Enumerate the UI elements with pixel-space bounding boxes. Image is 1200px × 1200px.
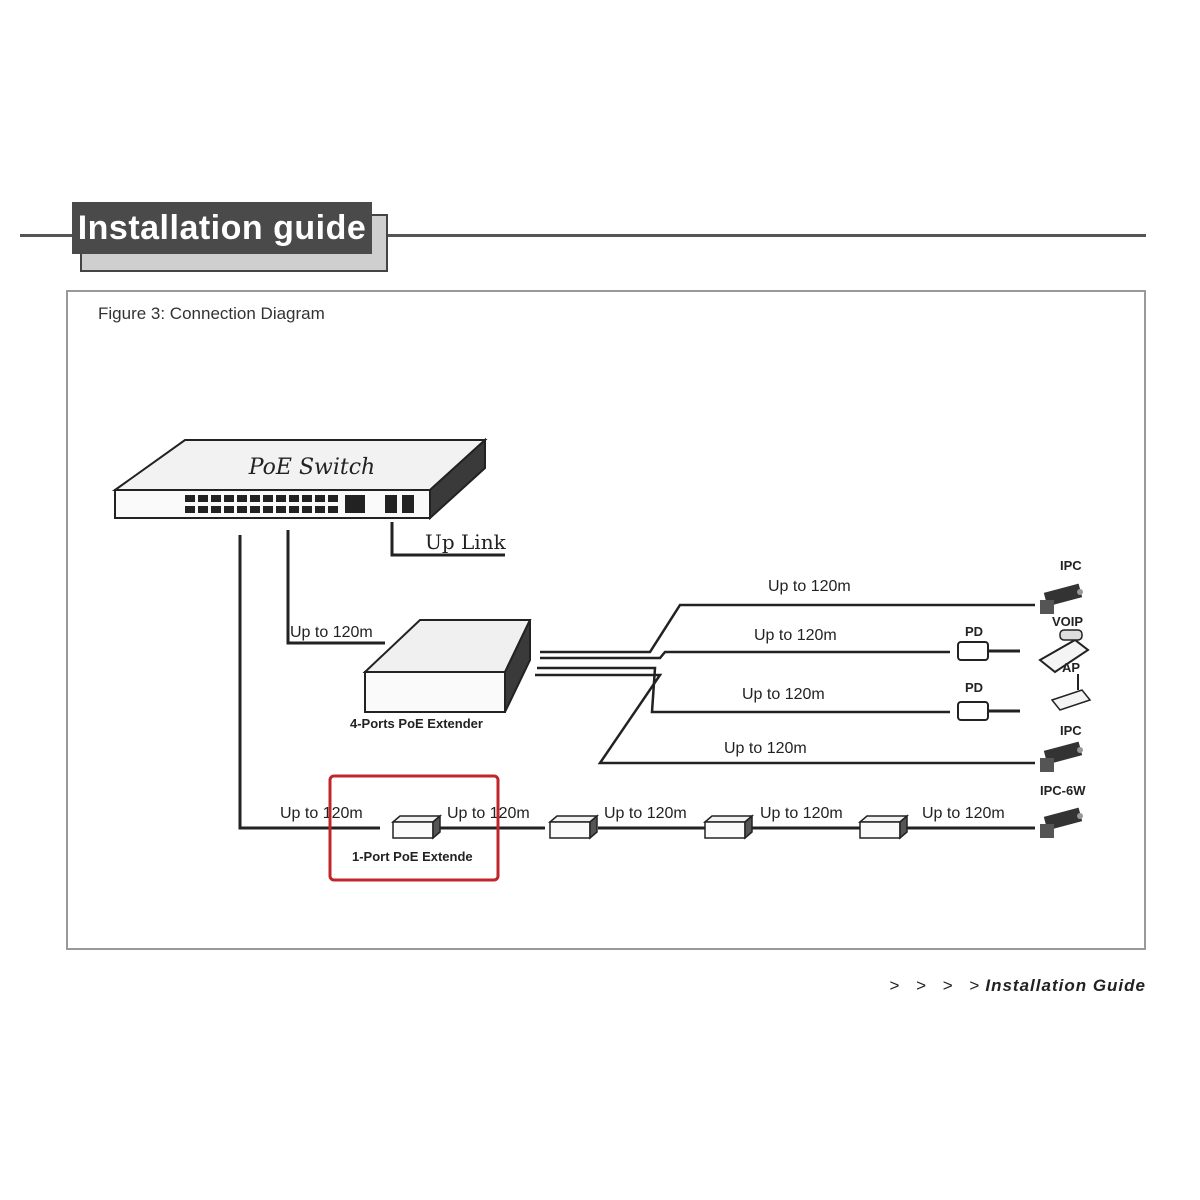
camera-icon: [1040, 741, 1083, 772]
device-label-ipc3: IPC-6W: [1040, 783, 1086, 798]
poe-extender-1port: [857, 814, 910, 840]
poe-extender-4port: [362, 619, 532, 713]
footer: > > > >Installation Guide: [889, 976, 1146, 996]
cable-label-ipc1: Up to 120m: [768, 578, 851, 595]
switch-label: PoE Switch: [248, 455, 375, 480]
poe-extender-1port: [547, 814, 600, 840]
cable-label-chain-4: Up to 120m: [760, 805, 843, 822]
device-label-pd2: PD: [965, 680, 983, 695]
footer-label: Installation Guide: [985, 976, 1146, 995]
device-label-voip: VOIP: [1052, 614, 1083, 629]
highlight-box: [328, 774, 500, 882]
extender4-cables: [535, 603, 1035, 765]
camera-icon: [1040, 807, 1083, 838]
cable-label-chain-2: Up to 120m: [447, 805, 530, 822]
cable-label-chain-5: Up to 120m: [922, 805, 1005, 822]
pd-adapter-icon: [957, 641, 1020, 661]
cable-label-ipc2: Up to 120m: [724, 740, 807, 757]
diagram-frame: [66, 290, 1146, 950]
cable-label-chain-3: Up to 120m: [604, 805, 687, 822]
page-title: Installation guide: [72, 202, 372, 254]
figure-caption: Figure 3: Connection Diagram: [98, 304, 325, 323]
access-point-icon: [1050, 674, 1092, 711]
switch-cables: [238, 522, 505, 830]
device-label-ap: AP: [1062, 660, 1080, 675]
extender1-label: 1-Port PoE Extende: [352, 849, 473, 864]
poe-extender-1port: [390, 814, 443, 840]
pd-adapter-icon: [957, 701, 1020, 721]
cable-label-chain-1: Up to 120m: [280, 805, 363, 822]
device-label-ipc1: IPC: [1060, 558, 1082, 573]
poe-extender-1port: [702, 814, 755, 840]
footer-arrows: > > > >: [889, 976, 986, 995]
camera-icon: [1040, 583, 1083, 614]
device-label-pd1: PD: [965, 624, 983, 639]
poe-switch: PoE Switch: [111, 437, 488, 521]
extender4-label: 4-Ports PoE Extender: [350, 716, 483, 731]
cable-label-pd1: Up to 120m: [754, 627, 837, 644]
voip-phone-icon: [1038, 629, 1090, 674]
cable-label-switch-to-extender4: Up to 120m: [290, 624, 373, 641]
uplink-label: Up Link: [425, 530, 507, 554]
cable-label-pd2: Up to 120m: [742, 686, 825, 703]
header-rule: [20, 234, 1146, 237]
device-label-ipc2: IPC: [1060, 723, 1082, 738]
